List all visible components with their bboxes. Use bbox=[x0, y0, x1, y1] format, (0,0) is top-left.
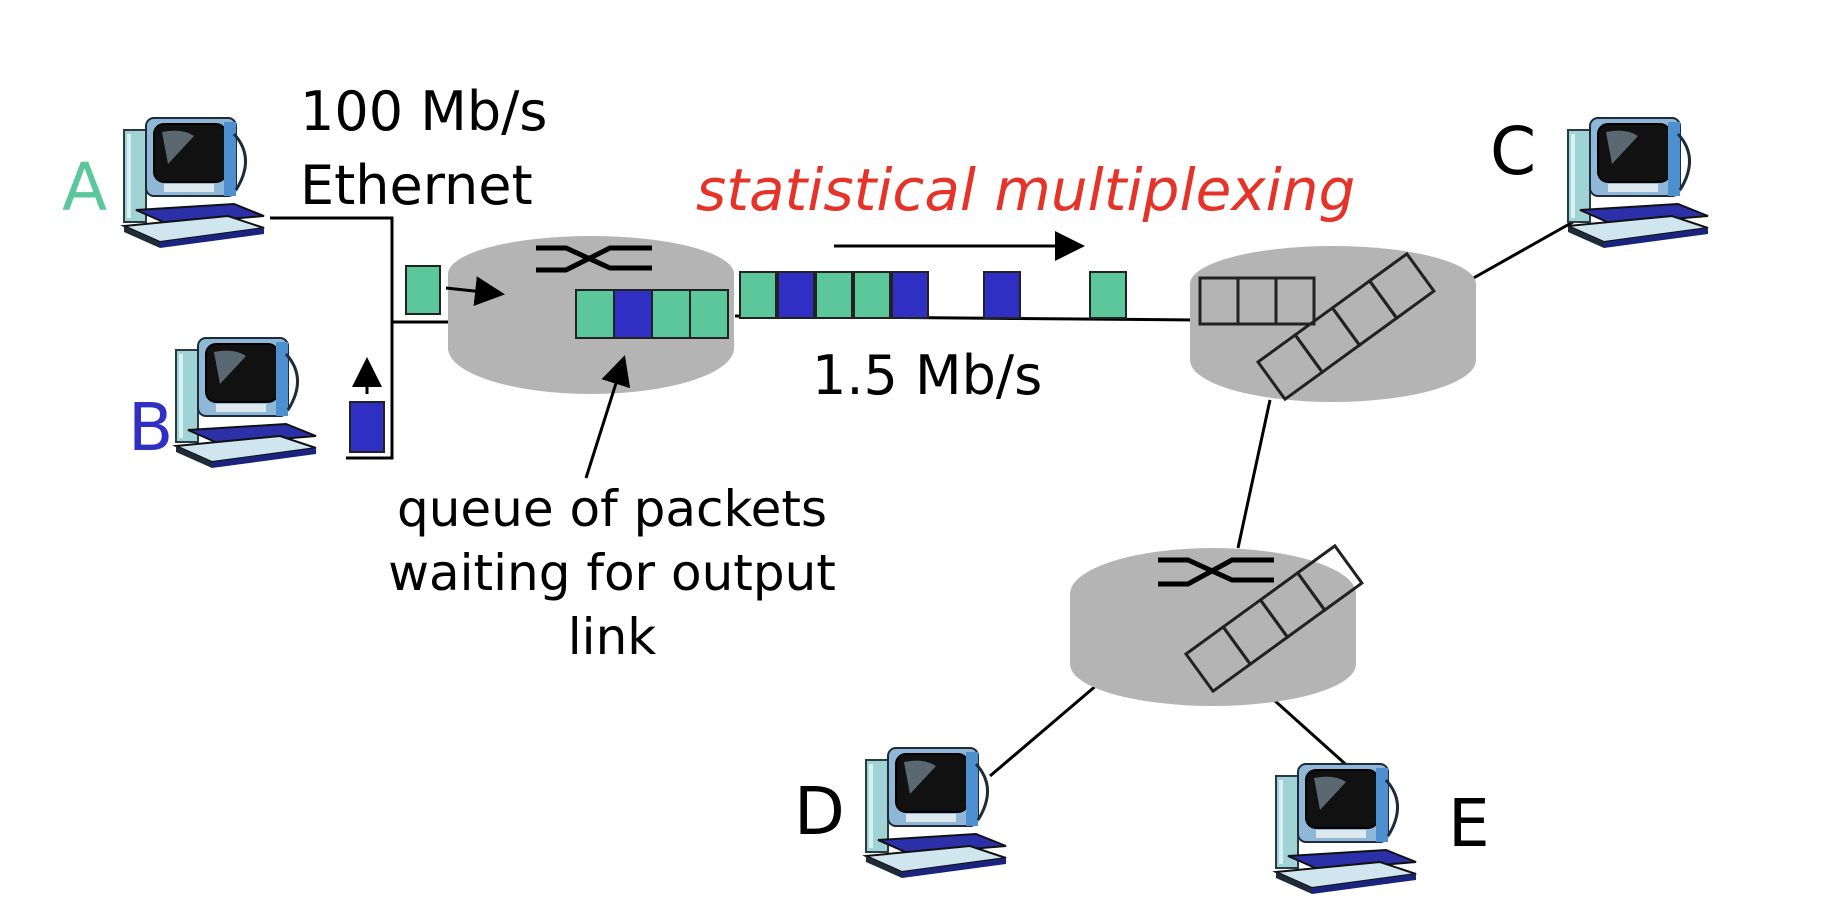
link-packet bbox=[983, 271, 1021, 319]
link-packet bbox=[853, 271, 891, 319]
diagram-title: statistical multiplexing bbox=[696, 156, 1355, 224]
ethernet-rate: 100 Mb/s bbox=[300, 80, 547, 143]
host-b-label: B bbox=[128, 389, 173, 466]
host-b-computer-icon bbox=[174, 336, 318, 470]
host-c-label: C bbox=[1490, 113, 1536, 190]
router-3 bbox=[1070, 543, 1364, 706]
wire-b-switch bbox=[346, 318, 394, 460]
link-packet bbox=[1089, 271, 1127, 319]
switch-fabric-icon bbox=[536, 245, 652, 273]
router-2-outgoing-buffer bbox=[1255, 251, 1436, 402]
router-1-output-queue bbox=[575, 289, 729, 339]
wire-a-switch bbox=[270, 216, 448, 324]
link-packet bbox=[777, 271, 815, 319]
wire-router2-c bbox=[1469, 216, 1581, 282]
queued-packet bbox=[613, 289, 653, 339]
router-2 bbox=[1190, 246, 1476, 402]
link-rate-label: 1.5 Mb/s bbox=[812, 344, 1042, 407]
queue-caption-line-1: queue of packets bbox=[397, 480, 827, 538]
packet-from-b bbox=[349, 401, 385, 453]
queued-packet bbox=[651, 289, 691, 339]
host-c-computer-icon bbox=[1566, 116, 1710, 250]
host-a-label: A bbox=[62, 149, 107, 226]
host-e-computer-icon bbox=[1274, 762, 1418, 896]
router-3-buffer bbox=[1183, 543, 1364, 694]
switch-fabric-icon bbox=[1158, 557, 1274, 587]
wire-router2-router3 bbox=[1236, 399, 1272, 549]
queued-packet bbox=[689, 289, 729, 339]
link-packet bbox=[739, 271, 777, 319]
link-packet bbox=[815, 271, 853, 319]
link-packet bbox=[891, 271, 929, 319]
wire-router3-e bbox=[1272, 698, 1354, 772]
ethernet-label: Ethernet bbox=[300, 154, 533, 217]
wire-router3-d bbox=[989, 682, 1099, 778]
link-packet-stream bbox=[739, 271, 1127, 319]
packet-a-arrow bbox=[445, 276, 505, 307]
queue-pointer-arrow bbox=[584, 355, 631, 479]
host-d-label: D bbox=[794, 773, 845, 850]
host-e-label: E bbox=[1448, 785, 1490, 862]
queue-caption-line-3: link bbox=[568, 608, 656, 666]
queued-packet bbox=[575, 289, 615, 339]
queue-caption-line-2: waiting for output bbox=[388, 544, 836, 602]
host-a-computer-icon bbox=[122, 116, 266, 250]
packet-from-a bbox=[405, 265, 441, 315]
host-d-computer-icon bbox=[864, 746, 1008, 880]
router-2-incoming-buffer bbox=[1198, 276, 1316, 326]
